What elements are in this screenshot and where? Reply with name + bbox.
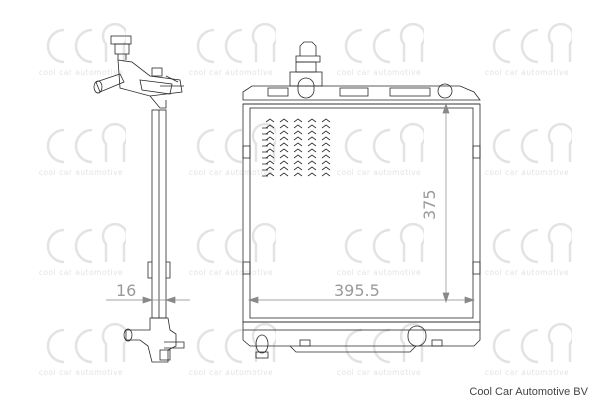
fin-stroke [307,172,317,177]
bottom-tank-side [123,317,185,363]
watermark-caption: cool car automotive [38,68,124,77]
fin-stroke [279,166,289,171]
fin-stroke [307,166,317,171]
fin-stroke [321,130,331,135]
fin-stroke [293,130,303,135]
watermark-caption: cool car automotive [484,368,570,377]
fin-stroke [321,166,331,171]
fin-stroke [279,130,289,135]
fin-stroke [321,148,331,153]
height-dimension: 375 [420,189,439,220]
fin-stroke [307,118,317,123]
fin-stroke [293,142,303,147]
thickness-dimension: 16 [116,281,137,300]
fin-stroke [293,172,303,177]
dimension-lines [106,102,476,304]
watermark-caption: cool car automotive [38,168,124,177]
fin-stroke [293,136,303,141]
fin-pattern [262,118,331,177]
radiator-front-view [242,41,481,359]
watermark-caption: cool car automotive [188,268,274,277]
fin-stroke [307,130,317,135]
fin-stroke [265,148,275,153]
fin-stroke [321,142,331,147]
fin-stroke [265,130,275,135]
fin-stroke [293,118,303,123]
fin-stroke [265,142,275,147]
fin-stroke [265,172,275,177]
top-tank-side [117,59,184,109]
fin-stroke [321,124,331,129]
fin-stroke [293,124,303,129]
fin-stroke [279,154,289,159]
fin-stroke [321,136,331,141]
fin-stroke [293,154,303,159]
fin-stroke [279,142,289,147]
fin-stroke [265,154,275,159]
fin-stroke [279,148,289,153]
fin-stroke [307,154,317,159]
watermark-caption: cool car automotive [336,268,422,277]
radiator-side-view [93,35,185,363]
fin-stroke [307,148,317,153]
fin-stroke [321,160,331,165]
width-dimension: 395.5 [334,281,380,300]
watermark-caption: cool car automotive [336,68,422,77]
watermark-caption: cool car automotive [484,168,570,177]
watermark-caption: cool car automotive [336,168,422,177]
fin-stroke [293,148,303,153]
fin-stroke [321,172,331,177]
fin-stroke [279,160,289,165]
watermark-caption: cool car automotive [484,268,570,277]
fin-stroke [307,142,317,147]
fin-stroke [307,136,317,141]
fin-stroke [265,166,275,171]
fin-stroke [265,124,275,129]
fin-stroke [279,136,289,141]
fin-stroke [321,118,331,123]
fin-stroke [265,118,275,123]
fin-stroke [293,160,303,165]
watermark-caption: cool car automotive [188,68,274,77]
company-name: Cool Car Automotive BV [469,386,588,398]
fin-stroke [265,160,275,165]
watermark-caption: cool car automotive [336,368,422,377]
top-tank [242,41,481,105]
core-side [147,109,171,319]
filler-neck-side [93,35,132,94]
fin-stroke [279,124,289,129]
watermark-caption: cool car automotive [484,68,570,77]
fin-stroke [279,172,289,177]
fin-stroke [307,160,317,165]
fin-stroke [265,136,275,141]
bottom-tank [242,321,481,359]
watermark-caption: cool car automotive [38,368,124,377]
fin-stroke [321,154,331,159]
watermark-caption: cool car automotive [38,268,124,277]
watermark-caption: cool car automotive [188,368,274,377]
fin-stroke [307,124,317,129]
watermark-caption: cool car automotive [188,168,274,177]
fin-stroke [279,118,289,123]
fin-stroke [293,166,303,171]
